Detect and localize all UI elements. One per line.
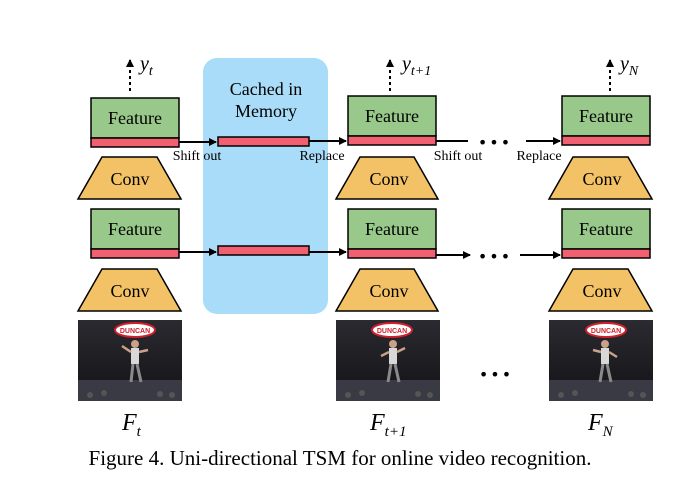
column-t-plus-1: yt+1 Feature Conv Feature Conv DUNCAN Ft… (334, 53, 440, 440)
conv-block (334, 156, 440, 200)
cache-label-line1: Cached in (230, 79, 302, 99)
replace-label: Replace (299, 149, 344, 164)
conv-label: Conv (369, 281, 408, 301)
shift-out-label: Shift out (173, 149, 222, 164)
cached-shift-bar (217, 245, 310, 256)
tsm-diagram: Cached in Memory yt Feature Conv Feature… (76, 53, 654, 440)
conv-block (76, 156, 183, 200)
column-n: yN Feature Conv Feature Conv DUNCAN FN (547, 53, 654, 440)
video-frame-thumbnail: DUNCAN (549, 320, 653, 401)
shift-bar (90, 248, 180, 259)
feature-label: Feature (365, 219, 419, 239)
conv-label: Conv (110, 169, 149, 189)
conv-label: Conv (110, 281, 149, 301)
column-t: yt Feature Conv Feature Conv DUNCAN (76, 53, 183, 440)
feature-block (347, 95, 437, 137)
cache-label-line2: Memory (235, 101, 297, 121)
feature-block (561, 95, 651, 137)
output-y-n: yN (618, 53, 639, 79)
video-banner-text: DUNCAN (591, 328, 621, 335)
shift-out-label: Shift out (434, 149, 483, 164)
replace-label: Replace (516, 149, 561, 164)
conv-block (547, 156, 654, 200)
feature-label: Feature (365, 106, 419, 126)
output-y-t-plus-1: yt+1 (400, 53, 431, 79)
feature-label: Feature (108, 219, 162, 239)
conv-label: Conv (582, 281, 621, 301)
shift-bar (347, 135, 437, 146)
ellipsis: ••• (478, 247, 512, 266)
conv-label: Conv (582, 169, 621, 189)
caption-text: Uni-directional TSM for online video rec… (164, 446, 592, 470)
feature-label: Feature (579, 219, 633, 239)
video-banner-text: DUNCAN (120, 328, 150, 335)
feature-label: Feature (108, 108, 162, 128)
figure-caption: Figure 4. Uni-directional TSM for online… (0, 446, 680, 471)
ellipsis: ••• (479, 365, 513, 384)
shift-bar (561, 135, 651, 146)
conv-block (334, 268, 440, 312)
video-frame-thumbnail: DUNCAN (78, 320, 182, 401)
video-frame-thumbnail: DUNCAN (336, 320, 440, 401)
frame-label-t: Ft (121, 410, 142, 440)
video-banner-text: DUNCAN (377, 328, 407, 335)
feature-label: Feature (579, 106, 633, 126)
conv-block (547, 268, 654, 312)
feature-block (561, 208, 651, 250)
conv-label: Conv (369, 169, 408, 189)
cached-shift-bar (217, 136, 310, 147)
ellipsis: ••• (478, 133, 512, 152)
shift-bar (347, 248, 437, 259)
figure-label: Figure 4. (88, 446, 165, 470)
frame-label-n: FN (587, 410, 614, 440)
feature-block (90, 97, 180, 139)
conv-block (76, 268, 183, 312)
shift-bar (90, 137, 180, 148)
shift-bar (561, 248, 651, 259)
feature-block (90, 208, 180, 250)
frame-label-t-plus-1: Ft+1 (369, 410, 406, 440)
output-y-t: yt (138, 53, 154, 79)
